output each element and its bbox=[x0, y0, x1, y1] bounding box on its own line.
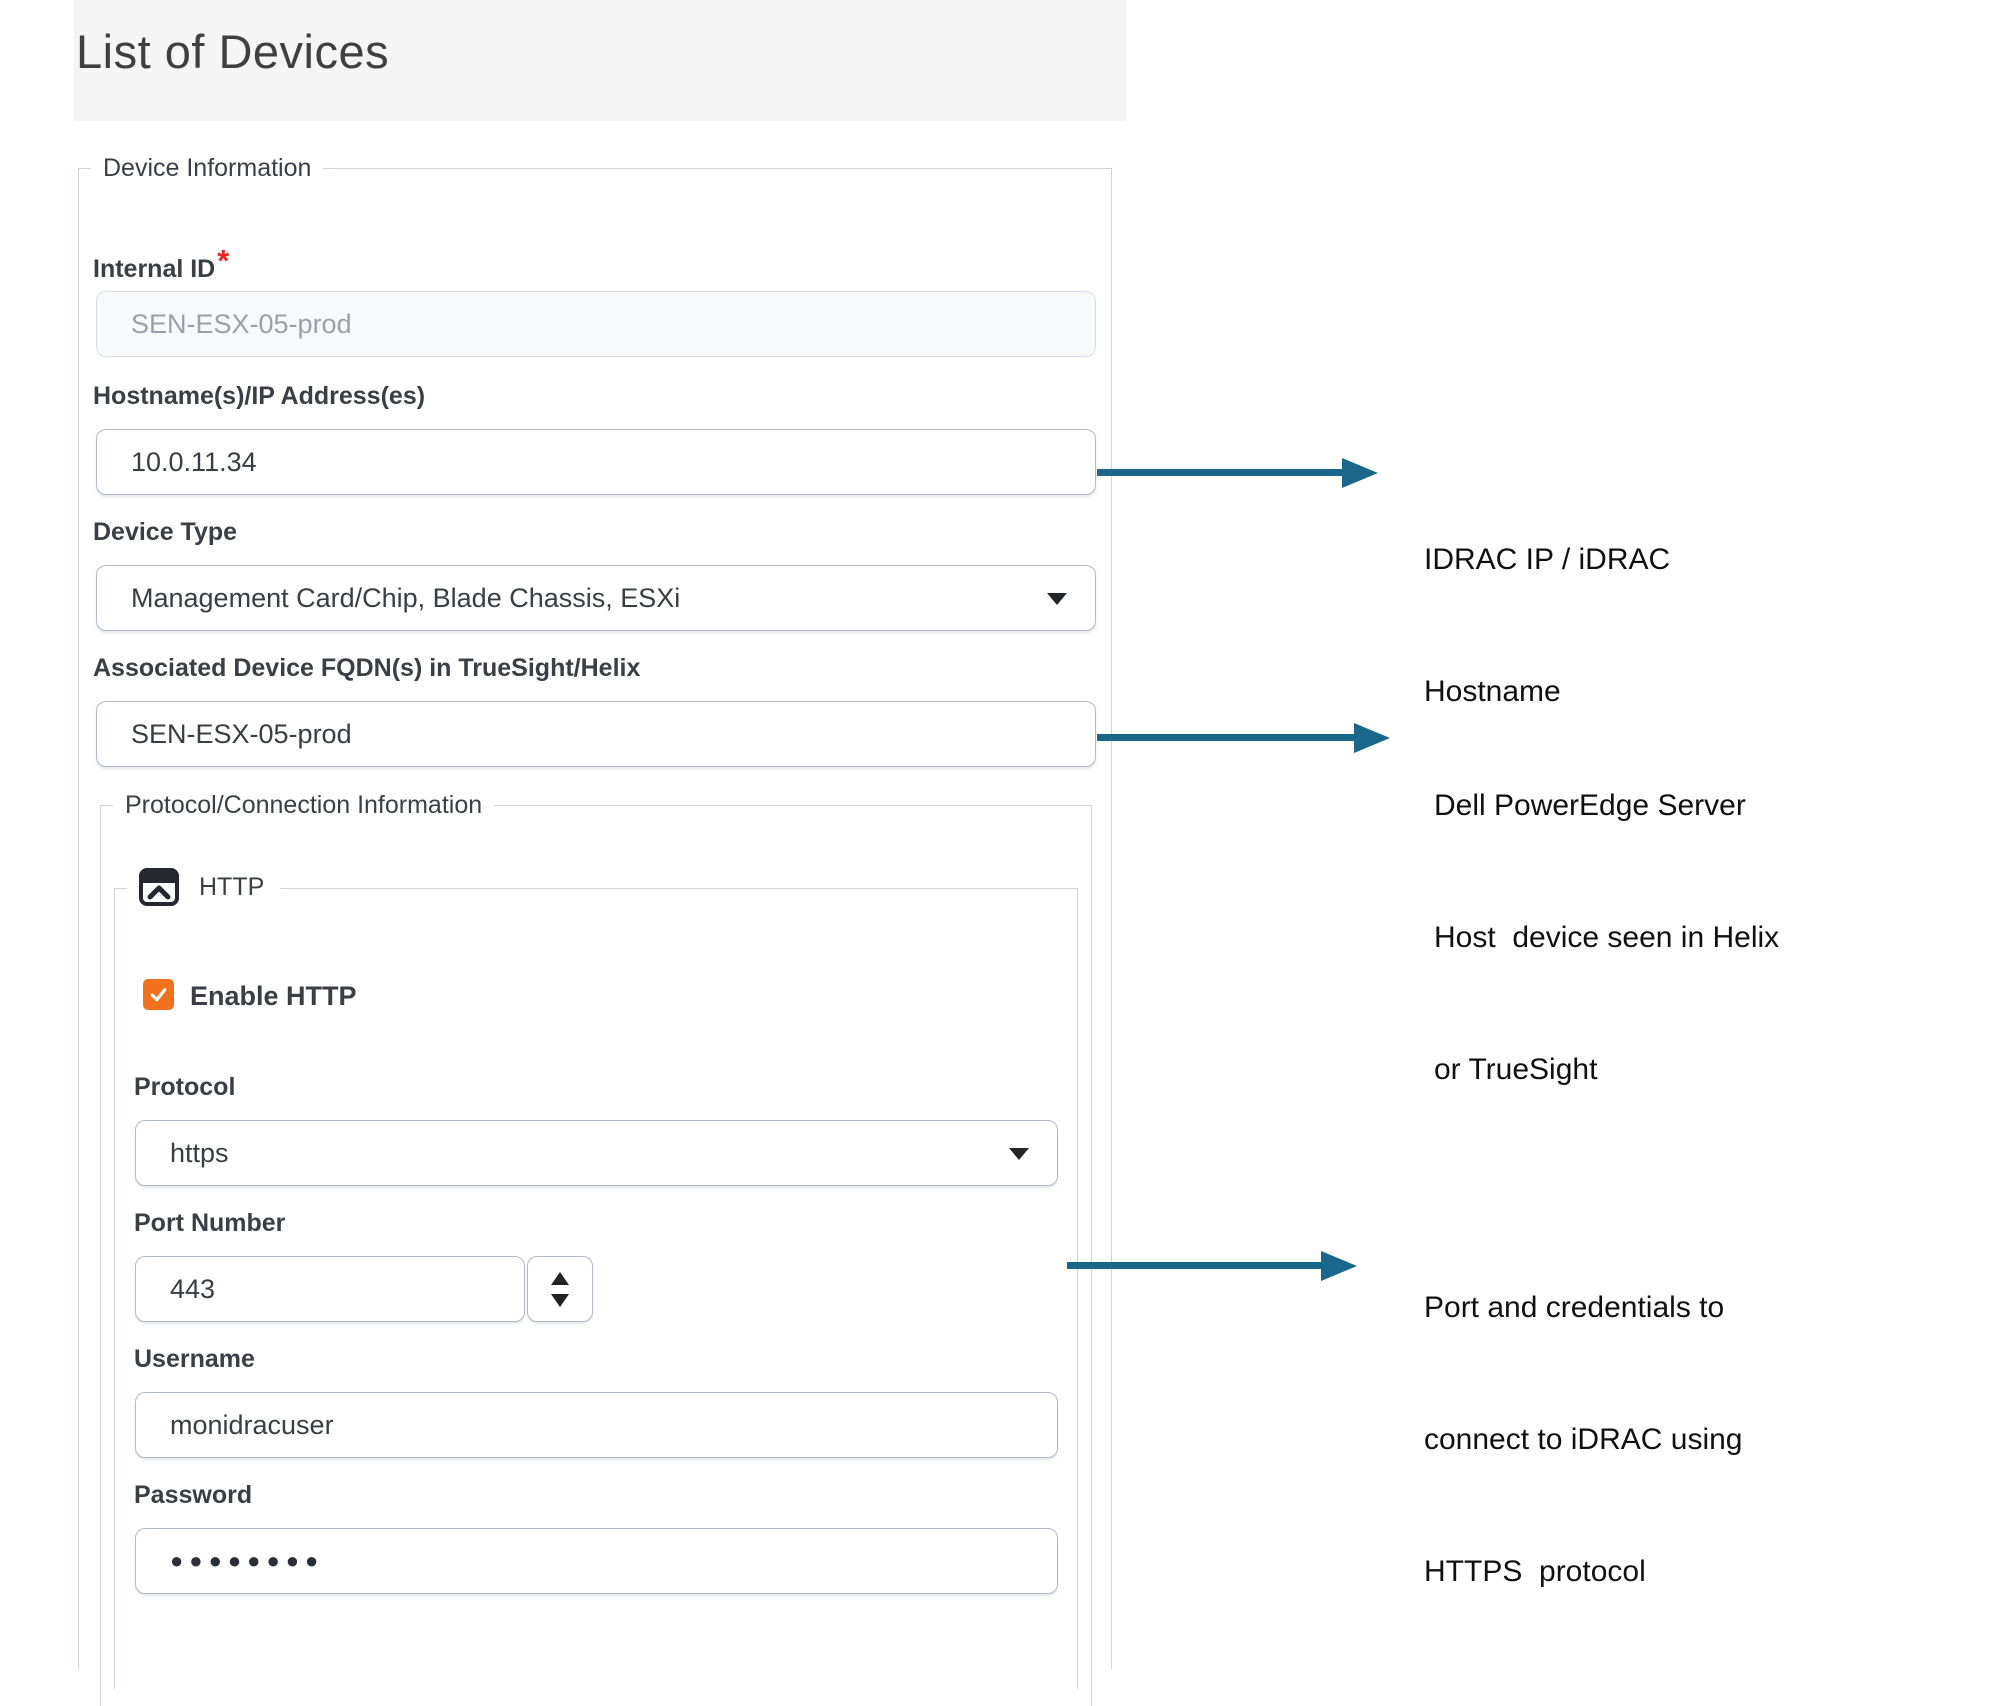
port-number-stepper[interactable] bbox=[527, 1256, 593, 1322]
protocol-connection-section: Protocol/Connection Information bbox=[100, 789, 1092, 1706]
stepper-down-icon[interactable] bbox=[551, 1293, 569, 1307]
http-section: HTTP bbox=[114, 868, 1078, 1689]
protocol-select[interactable]: https bbox=[135, 1120, 1058, 1186]
http-legend: HTTP bbox=[199, 873, 265, 901]
enable-http-checkbox[interactable] bbox=[143, 979, 174, 1010]
protocol-selected-value: https bbox=[170, 1137, 229, 1168]
page: { "page": { "title": "List of Devices" }… bbox=[74, 0, 1780, 1706]
enable-http-label: Enable HTTP bbox=[190, 981, 357, 1011]
internal-id-label: Internal ID* bbox=[93, 243, 230, 283]
checkmark-icon bbox=[150, 988, 167, 1002]
username-label: Username bbox=[134, 1345, 255, 1373]
port-number-label: Port Number bbox=[134, 1209, 286, 1237]
annotation-idrac-hostname: IDRAC IP / iDRAC Hostname bbox=[1424, 543, 1671, 708]
device-information-section: Device Information bbox=[78, 152, 1112, 1669]
password-label: Password bbox=[134, 1481, 253, 1509]
stepper-up-icon[interactable] bbox=[551, 1271, 569, 1285]
required-asterisk: * bbox=[217, 243, 230, 278]
device-information-legend: Device Information bbox=[91, 152, 324, 184]
annotation-arrow bbox=[1097, 734, 1355, 741]
collapse-panel-icon[interactable] bbox=[139, 868, 179, 906]
username-input[interactable] bbox=[135, 1392, 1058, 1458]
internal-id-input bbox=[96, 291, 1096, 357]
protocol-connection-legend: Protocol/Connection Information bbox=[113, 789, 495, 821]
port-number-input[interactable] bbox=[135, 1256, 525, 1322]
annotation-arrow bbox=[1067, 1262, 1322, 1269]
page-title: List of Devices bbox=[76, 25, 390, 78]
hostname-input[interactable] bbox=[96, 429, 1096, 495]
annotation-arrowhead-icon bbox=[1354, 723, 1390, 753]
device-type-label: Device Type bbox=[93, 518, 238, 546]
device-type-select[interactable]: Management Card/Chip, Blade Chassis, ESX… bbox=[96, 565, 1096, 631]
annotation-poweredge-host: Dell PowerEdge Server Host device seen i… bbox=[1434, 789, 1780, 1086]
annotation-port-credentials: Port and credentials to connect to iDRAC… bbox=[1424, 1291, 1743, 1588]
hostname-label: Hostname(s)/IP Address(es) bbox=[93, 382, 426, 410]
header-band bbox=[74, 0, 1126, 121]
fqdn-label: Associated Device FQDN(s) in TrueSight/H… bbox=[93, 654, 641, 682]
device-type-selected-value: Management Card/Chip, Blade Chassis, ESX… bbox=[131, 582, 681, 613]
chevron-down-icon bbox=[1047, 593, 1067, 605]
protocol-label: Protocol bbox=[134, 1073, 236, 1101]
annotation-arrow bbox=[1097, 469, 1343, 476]
password-input[interactable] bbox=[135, 1528, 1058, 1594]
fqdn-input[interactable] bbox=[96, 701, 1096, 767]
annotation-arrowhead-icon bbox=[1321, 1251, 1357, 1281]
chevron-down-icon bbox=[1009, 1148, 1029, 1160]
annotation-arrowhead-icon bbox=[1342, 458, 1378, 488]
